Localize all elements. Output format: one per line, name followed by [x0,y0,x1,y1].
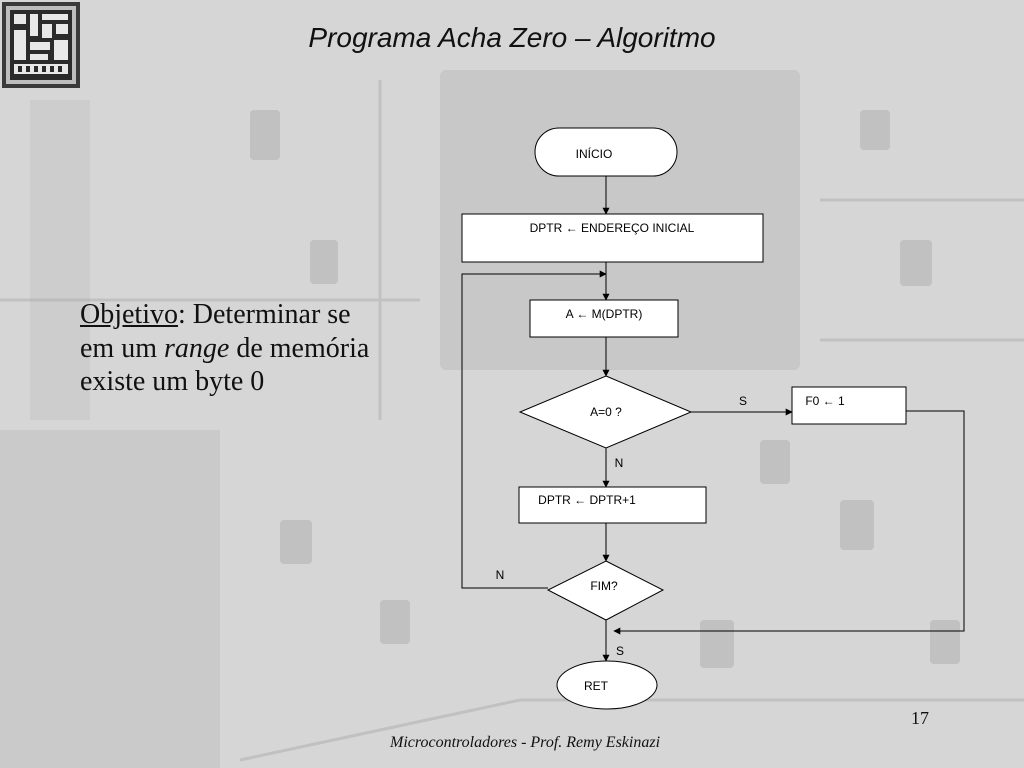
node-ret-label: RET [584,679,609,693]
node-set-flag: F0 ← 1 [791,386,907,425]
node-test-end-label: FIM? [590,579,618,593]
node-test-zero: A=0 ? [518,375,693,449]
node-ret: RET [556,660,658,710]
objective-text-1: : Determinar se em um [80,299,351,364]
edge-label-zero-no: N [615,456,624,470]
node-read-mem-label: A ← M(DPTR) [566,307,643,321]
chip-logo-icon [2,2,80,88]
node-set-flag-label: F0 ← 1 [805,394,845,408]
node-start-label: INÍCIO [576,146,613,161]
node-inc-ptr-label: DPTR ← DPTR+1 [538,493,636,507]
slide-title: Programa Acha Zero – Algoritmo [308,22,716,53]
node-test-end: FIM? [546,560,665,621]
objective-text: Objetivo: Determinar se em um range de m… [80,298,380,399]
objective-label: Objetivo [80,299,178,330]
edge-label-end-no: N [496,568,505,582]
edge-label-end-yes: S [616,644,624,658]
node-init-ptr: DPTR ← ENDEREÇO INICIAL [461,213,764,263]
node-start: INÍCIO [534,127,678,177]
node-inc-ptr: DPTR ← DPTR+1 [518,486,707,524]
page-number: 17 [911,708,929,728]
objective-italic: range [164,332,230,364]
edge-end-no-loop [461,270,607,589]
slide-footer: Microcontroladores - Prof. Remy Eskinazi [389,734,661,751]
edge-flag-to-ret [613,410,965,635]
node-test-zero-label: A=0 ? [590,405,622,419]
node-init-ptr-label: DPTR ← ENDEREÇO INICIAL [530,221,695,235]
objective-text-2: de memória existe um byte 0 [80,332,370,398]
edge-label-zero-yes: S [739,394,747,408]
node-read-mem: A ← M(DPTR) [529,299,679,338]
